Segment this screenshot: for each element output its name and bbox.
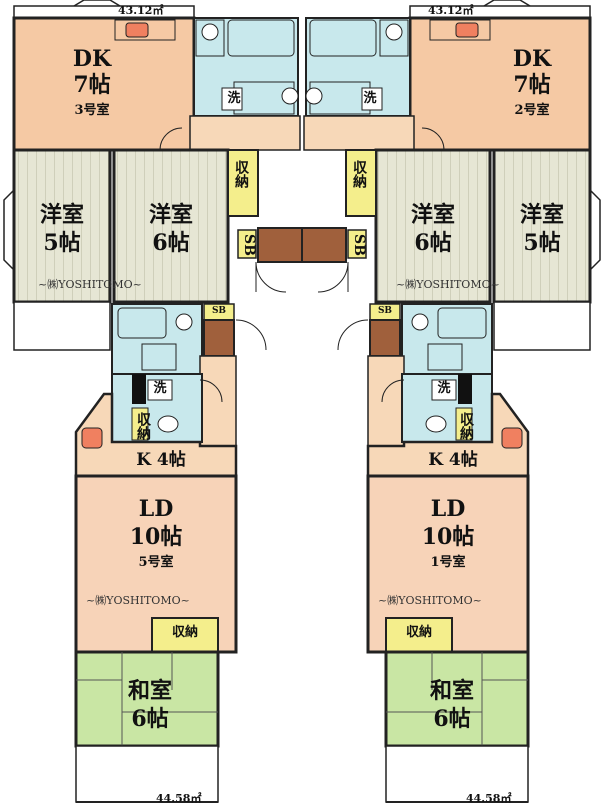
balcony-lower <box>13 301 111 351</box>
unit-3-wash-label: 洗 <box>227 91 241 106</box>
unit-1 <box>337 303 530 803</box>
unit-1-kitchen-label: K 4帖 <box>428 450 478 470</box>
western-room-6 <box>112 148 230 304</box>
unit-1-area: 44.58㎡ <box>466 792 512 805</box>
balcony <box>75 745 219 803</box>
unit-5-ld-size: 10帖 <box>129 524 183 550</box>
unit-2-sb-label: SB <box>351 234 367 256</box>
watermark: ~㈱YOSHITOMO~ <box>396 278 500 291</box>
unit-5-tatami-size: 6帖 <box>131 706 169 732</box>
unit-3-dk-title: DK <box>72 46 112 72</box>
hall <box>367 355 405 447</box>
western-room-5 <box>492 148 592 304</box>
unit-3-area: 43.12㎡ <box>118 4 164 17</box>
unit-3-room-number: 3号室 <box>74 103 110 118</box>
unit-3-west-b-title: 洋室 <box>148 202 193 228</box>
unit-5-wash-label: 洗 <box>153 381 167 396</box>
storage <box>345 149 377 217</box>
unit-3-west-a-size: 5帖 <box>43 230 81 256</box>
unit-5-tatami-title: 和室 <box>127 678 172 704</box>
unit-1-sb-label: SB <box>377 306 393 316</box>
small-storage <box>131 407 149 441</box>
hall <box>199 355 237 447</box>
entrance <box>257 227 303 263</box>
sb-box <box>237 229 257 259</box>
unit-1-tatami-size: 6帖 <box>433 706 471 732</box>
unit-1-ld-title: LD <box>430 496 466 522</box>
balcony <box>13 5 195 19</box>
unit-5-storage-label: 収納 <box>171 625 198 640</box>
storage <box>385 617 453 653</box>
unit-3-west-a-title: 洋室 <box>39 202 84 228</box>
sb-box <box>347 229 367 259</box>
unit-2-wash-label: 洗 <box>363 91 377 106</box>
balcony-lower <box>493 301 591 351</box>
storage <box>227 149 259 217</box>
unit-2-storage-label: 収納 <box>351 160 367 188</box>
unit-2 <box>301 0 601 351</box>
western-room-5 <box>12 148 112 304</box>
unit-1-tatami-title: 和室 <box>429 678 474 704</box>
unit-5-area: 44.58㎡ <box>156 792 202 805</box>
unit-3-west-b-size: 6帖 <box>152 230 190 256</box>
unit-5-ld-title: LD <box>138 496 174 522</box>
unit-2-area: 43.12㎡ <box>428 4 474 17</box>
kitchen-area <box>366 392 530 478</box>
unit-2-west-a-size: 6帖 <box>414 230 452 256</box>
entrance <box>203 319 235 357</box>
watermark: ~㈱YOSHITOMO~ <box>378 594 482 607</box>
watermark: ~㈱YOSHITOMO~ <box>86 594 190 607</box>
unit-3-dk-size: 7帖 <box>73 72 111 98</box>
unit-2-west-b-size: 5帖 <box>523 230 561 256</box>
unit-5 <box>74 303 267 803</box>
unit-3-sb-label: SB <box>241 234 257 256</box>
watermark: ~㈱YOSHITOMO~ <box>38 278 142 291</box>
unit-2-room-number: 2号室 <box>514 103 550 118</box>
unit-3-storage-label: 収納 <box>233 160 249 188</box>
unit-1-wash-label: 洗 <box>437 381 451 396</box>
unit-2-west-a-title: 洋室 <box>410 202 455 228</box>
entrance <box>301 227 347 263</box>
unit-5-small-storage-label: 収納 <box>135 412 151 440</box>
unit-2-dk-title: DK <box>512 46 552 72</box>
western-room-6 <box>374 148 492 304</box>
unit-1-room-number: 1号室 <box>430 555 466 570</box>
unit-2-west-b-title: 洋室 <box>519 202 564 228</box>
entrance <box>369 319 401 357</box>
unit-1-storage-label: 収納 <box>405 625 432 640</box>
unit-5-kitchen-label: K 4帖 <box>136 450 186 470</box>
small-storage <box>455 407 473 441</box>
hall <box>303 115 415 151</box>
unit-1-small-storage-label: 収納 <box>458 412 474 440</box>
hall <box>189 115 301 151</box>
unit-3 <box>3 0 303 351</box>
kitchen-area <box>74 392 238 478</box>
unit-2-dk-size: 7帖 <box>513 72 551 98</box>
tatami-room <box>74 650 220 748</box>
tatami-room <box>384 650 530 748</box>
storage <box>151 617 219 653</box>
unit-5-room-number: 5号室 <box>138 555 174 570</box>
unit-1-ld-size: 10帖 <box>421 524 475 550</box>
unit-5-sb-label: SB <box>211 306 227 316</box>
